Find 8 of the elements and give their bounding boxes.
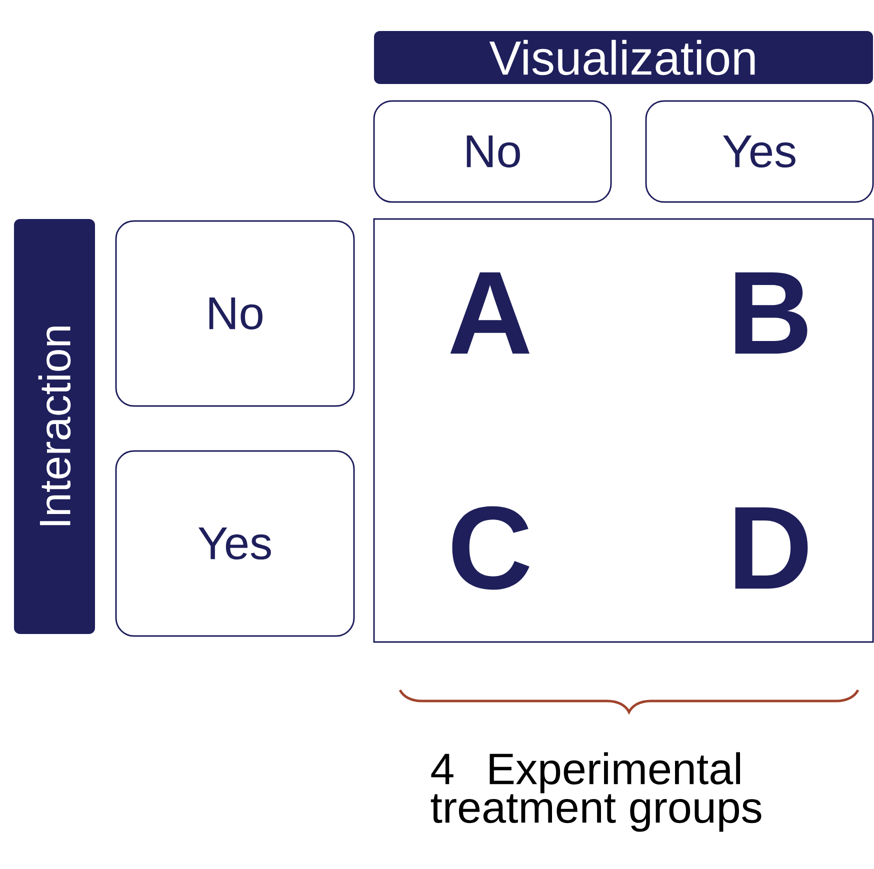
category-box: No <box>115 220 355 407</box>
header-band: Interaction <box>14 219 95 634</box>
header-band: Visualization <box>374 31 874 84</box>
category-box: Yes <box>645 100 874 203</box>
category-box: Yes <box>115 450 355 637</box>
matrix-box: A B C D <box>373 218 874 643</box>
category-box: No <box>373 100 612 203</box>
caption-text: 4 Experimental treatment groups <box>430 752 762 832</box>
